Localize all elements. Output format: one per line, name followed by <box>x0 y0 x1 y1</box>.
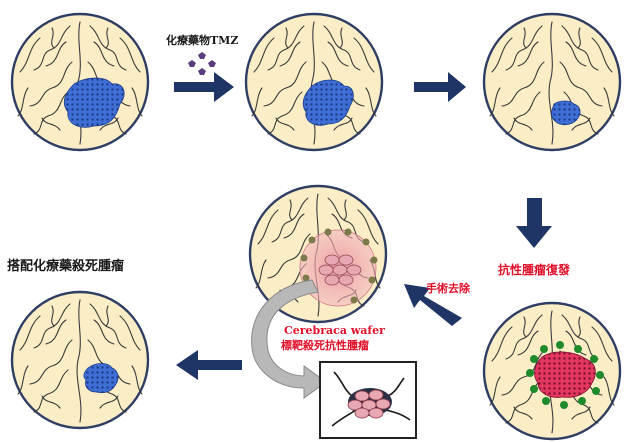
arrow-up-left <box>404 284 462 326</box>
tumor-blue-small <box>551 100 581 126</box>
brain-stage-resection <box>248 184 388 324</box>
tumor-blue-residual <box>83 363 119 394</box>
arrow-down <box>516 198 552 248</box>
tumor-blue-medium <box>302 79 354 126</box>
wafer-cells <box>318 254 362 286</box>
brain-stage-tmz <box>244 12 384 152</box>
zoom-arrow <box>251 279 327 399</box>
wafer-zoom-box <box>319 361 417 439</box>
wafer-desc-label: 標靶殺死抗性腫瘤 <box>281 338 369 352</box>
brain-stage-shrunk <box>482 12 622 152</box>
tmz-drug-label: 化療藥物TMZ <box>166 33 238 47</box>
wafer-name-label: Cerebraca wafer <box>284 324 385 337</box>
recurrence-label: 抗性腫瘤復發 <box>498 262 571 277</box>
brain-stage-initial <box>10 12 150 152</box>
tumor-red-recurrent <box>534 351 596 398</box>
brain-stage-final <box>10 290 150 430</box>
brain-stage-recurrence <box>482 301 622 441</box>
combo-chemo-label: 搭配化療藥殺死腫瘤 <box>7 258 124 274</box>
arrow-right-1 <box>174 72 234 102</box>
tumor-blue-large <box>63 77 125 128</box>
wafer-cells-zoom <box>347 389 391 419</box>
tmz-molecule-icon <box>188 52 216 75</box>
resistant-cell-dots <box>526 341 604 409</box>
arrow-left <box>176 350 242 380</box>
arrow-right-2 <box>414 72 466 102</box>
surgery-label: 手術去除 <box>426 281 471 295</box>
